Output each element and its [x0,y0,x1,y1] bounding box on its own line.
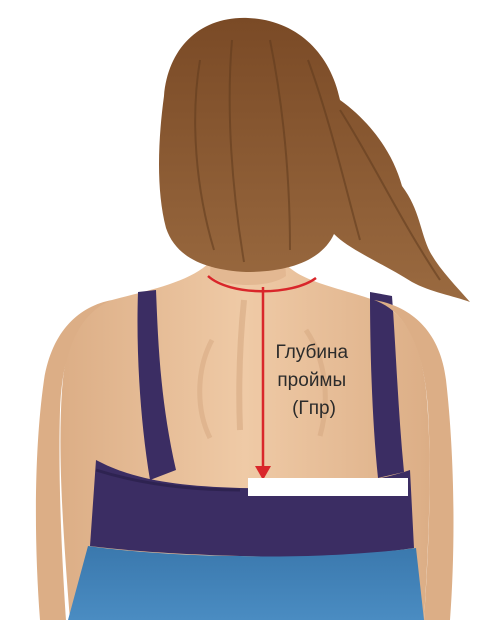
hair [159,18,470,302]
annotation-line-3: (Гпр) [292,398,336,419]
underarm-level-marker [248,478,408,496]
annotation-line-1: Глубина [275,342,348,363]
shirt [68,546,424,620]
annotation-line-2: проймы [277,370,346,391]
